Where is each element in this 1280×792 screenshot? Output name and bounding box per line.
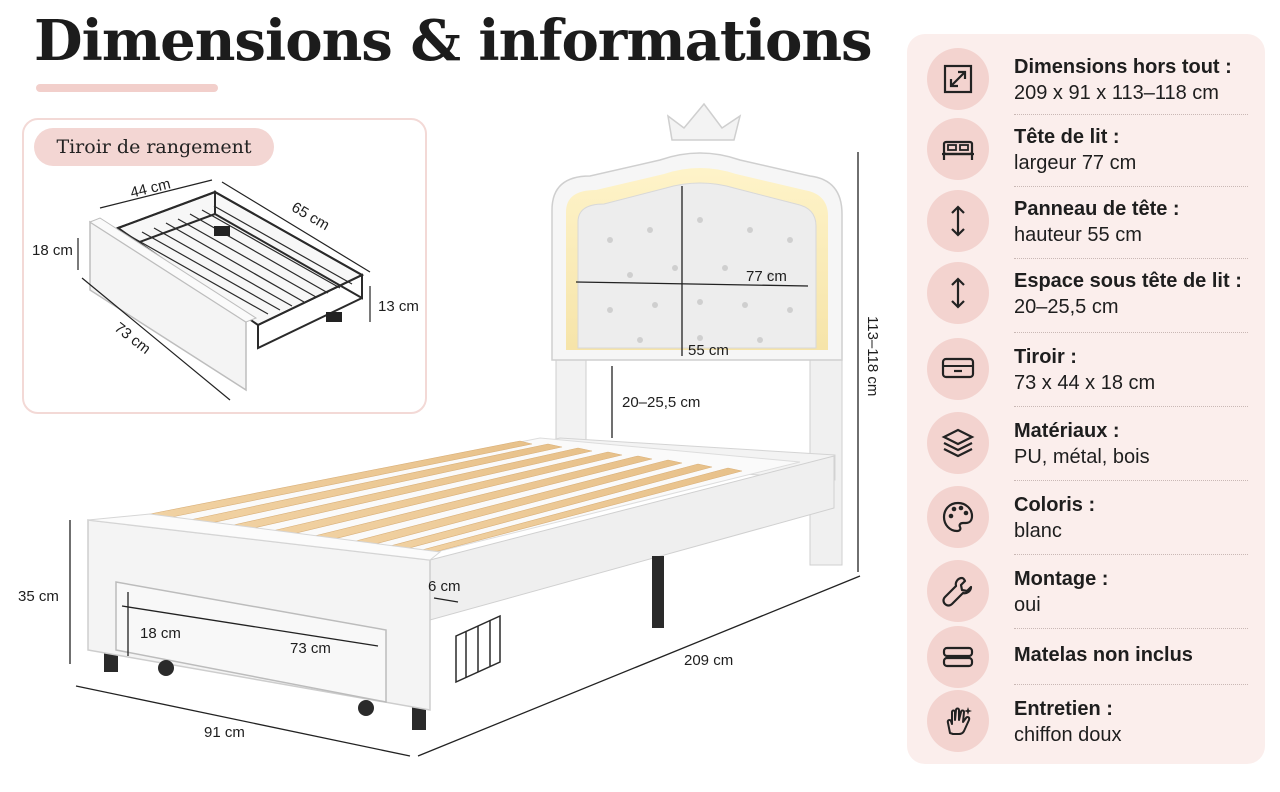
spec-divider (1014, 628, 1248, 629)
cleaning-hand-icon (927, 690, 989, 752)
resize-icon (927, 48, 989, 110)
clearance-label: 20–25,5 cm (622, 394, 701, 411)
page-title: Dimensions & informations (34, 8, 873, 74)
spec-value: blanc (1014, 520, 1062, 542)
title-underline (36, 84, 218, 92)
drawer-label: Tiroir de rangement (34, 128, 274, 166)
spec-title: Espace sous tête de lit : (1014, 270, 1242, 292)
headboard-height-label: 55 cm (688, 342, 729, 359)
spec-divider (1014, 332, 1248, 333)
drawer-drawing (77, 179, 371, 401)
headboard-width-label: 77 cm (746, 268, 787, 285)
drawer-height-label: 18 cm (32, 242, 73, 259)
spec-value: largeur 77 cm (1014, 152, 1137, 174)
palette-icon (927, 486, 989, 548)
spec-divider (1014, 186, 1248, 187)
bed-length-label: 209 cm (684, 652, 734, 669)
spec-title: Dimensions hors tout : (1014, 56, 1232, 78)
vertical-arrow-icon (927, 190, 989, 252)
spec-title: Matériaux : (1014, 420, 1120, 442)
vertical-arrow-icon (927, 262, 989, 324)
spec-title: Matelas non inclus (1014, 644, 1193, 666)
spec-divider (1014, 114, 1248, 115)
spec-value: PU, métal, bois (1014, 446, 1150, 468)
spec-divider (1014, 258, 1248, 259)
spec-title: Montage : (1014, 568, 1109, 590)
spec-value: 209 x 91 x 113–118 cm (1014, 82, 1219, 104)
spec-value: chiffon doux (1014, 724, 1122, 746)
bed-drawer-length-label: 73 cm (290, 640, 331, 657)
edge-width-label: 6 cm (428, 578, 461, 595)
mattress-icon (927, 626, 989, 688)
spec-divider (1014, 480, 1248, 481)
bed-drawer-height-label: 18 cm (140, 625, 181, 642)
spec-divider (1014, 684, 1248, 685)
drawer-inner-height-label: 13 cm (378, 298, 419, 315)
bed-icon (927, 118, 989, 180)
drawer-icon (927, 338, 989, 400)
bed-width-label: 91 cm (204, 724, 245, 741)
spec-title: Panneau de tête : (1014, 198, 1180, 220)
spec-divider (1014, 554, 1248, 555)
spec-title: Entretien : (1014, 698, 1113, 720)
spec-value: 20–25,5 cm (1014, 296, 1119, 318)
spec-title: Tiroir : (1014, 346, 1077, 368)
spec-value: 73 x 44 x 18 cm (1014, 372, 1156, 394)
spec-value: oui (1014, 594, 1041, 616)
spec-title: Coloris : (1014, 494, 1096, 516)
spec-title: Tête de lit : (1014, 126, 1120, 148)
bed-drawing (69, 102, 861, 757)
layers-icon (927, 412, 989, 474)
total-height-label: 113–118 cm (864, 316, 881, 397)
spec-value: hauteur 55 cm (1014, 224, 1142, 246)
spec-divider (1014, 406, 1248, 407)
leg-height-label: 35 cm (18, 588, 59, 605)
wrench-icon (927, 560, 989, 622)
